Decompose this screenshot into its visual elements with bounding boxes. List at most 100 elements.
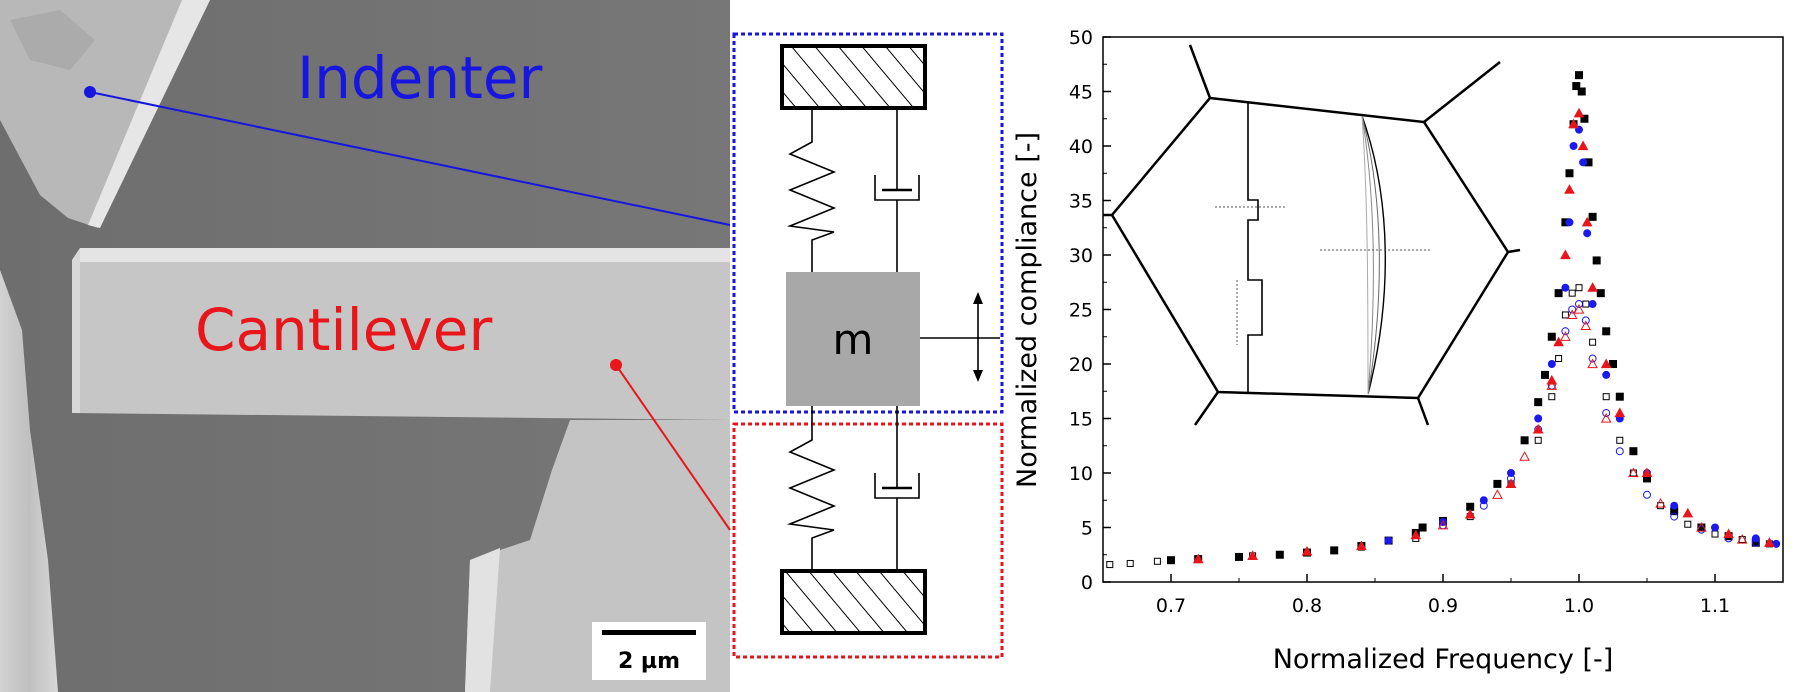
data-point-triangle	[1573, 303, 1585, 314]
data-point-square	[1616, 436, 1624, 444]
inset-dislocation-line	[1247, 102, 1263, 394]
indenter-edge	[88, 0, 210, 228]
data-point-square	[1592, 256, 1601, 265]
indenter-texture	[10, 10, 95, 70]
data-point-triangle	[1519, 451, 1530, 461]
data-point-square	[1106, 561, 1114, 569]
sem-micrograph	[0, 0, 730, 692]
excitation-arrow-down-icon	[973, 370, 983, 382]
plot-frame	[1102, 36, 1784, 583]
upper-damper	[874, 108, 920, 272]
data-point-square	[1126, 559, 1134, 567]
x-tick-label: 0.8	[1292, 595, 1322, 617]
inset-grain-schematic	[1103, 44, 1521, 426]
data-point-circle	[1588, 300, 1597, 309]
data-point-triangle	[1301, 545, 1313, 556]
data-point-square	[1167, 556, 1175, 565]
data-point-square	[1153, 557, 1161, 565]
data-point-square	[1275, 550, 1284, 559]
data-point-square	[1330, 546, 1339, 555]
data-point-square	[1418, 523, 1427, 532]
data-point-circle	[1615, 447, 1624, 456]
data-point-square	[1548, 393, 1556, 401]
data-point-square	[1575, 71, 1583, 80]
data-point-triangle	[1641, 467, 1653, 478]
data-point-square	[1561, 311, 1569, 319]
scale-bar-label: 2 µm	[618, 649, 680, 674]
data-point-square	[1711, 530, 1719, 538]
data-point-triangle	[1696, 521, 1707, 532]
data-point-circle	[1751, 538, 1760, 547]
data-point-triangle	[1560, 249, 1571, 260]
data-point-triangle	[1564, 184, 1575, 194]
data-point-triangle	[1764, 537, 1775, 547]
data-point-triangle	[1723, 528, 1734, 539]
data-point-circle	[1479, 501, 1488, 510]
y-tick-label: 20	[1069, 354, 1093, 376]
data-point-square	[1602, 327, 1611, 336]
x-axis-title: Normalized Frequency [-]	[1273, 644, 1614, 675]
data-point-triangle	[1581, 216, 1593, 227]
data-point-circle	[1588, 354, 1597, 363]
top-fixed-support	[780, 44, 927, 110]
x-tick-label: 1.0	[1564, 595, 1594, 617]
data-point-triangle	[1600, 358, 1612, 369]
cantilever-model-box	[732, 422, 1004, 659]
bottom-fixed-support	[780, 569, 927, 635]
data-point-triangle	[1736, 533, 1748, 544]
data-point-square	[1596, 289, 1605, 298]
data-point-square	[1602, 393, 1610, 401]
data-point-circle	[1670, 512, 1679, 521]
data-point-square	[1534, 398, 1543, 407]
data-point-circle	[1602, 370, 1611, 379]
data-point-square	[1235, 552, 1243, 561]
x-tick-label: 0.9	[1428, 595, 1458, 617]
data-point-triangle	[1560, 331, 1571, 341]
y-tick-label: 10	[1069, 463, 1093, 485]
data-point-circle	[1643, 490, 1651, 499]
data-point-triangle	[1566, 309, 1578, 320]
data-point-square	[1547, 332, 1556, 341]
data-point-triangle	[1682, 507, 1694, 518]
data-point-circle	[1751, 534, 1760, 543]
data-point-circle	[1583, 229, 1592, 238]
y-tick-label: 30	[1069, 245, 1093, 267]
inset-hexagon	[1110, 96, 1510, 400]
data-point-square	[1541, 370, 1549, 379]
y-tick-label: 35	[1069, 191, 1093, 213]
data-point-square	[1555, 355, 1563, 363]
data-point-square	[1565, 169, 1574, 178]
cantilever-pointer-line	[615, 364, 731, 531]
cantilever-pointer-dot	[610, 359, 622, 371]
data-point-circle	[1534, 414, 1543, 423]
data-point-triangle	[1628, 467, 1639, 478]
data-point-triangle	[1587, 358, 1598, 369]
data-point-square	[1589, 338, 1597, 346]
data-point-triangle	[1464, 508, 1476, 519]
y-tick-label: 45	[1069, 82, 1093, 104]
data-point-square	[1520, 436, 1529, 445]
y-tick-label: 5	[1081, 518, 1093, 540]
data-point-triangle	[1573, 107, 1585, 118]
data-point-circle	[1561, 283, 1570, 292]
data-point-circle	[1479, 496, 1488, 505]
data-point-circle	[1579, 158, 1588, 167]
data-point-triangle	[1553, 336, 1564, 347]
data-point-triangle	[1410, 529, 1422, 540]
data-point-square	[1493, 479, 1502, 488]
mass-block	[786, 272, 920, 406]
data-point-triangle	[1192, 553, 1204, 564]
lower-spring	[786, 406, 837, 571]
data-point-circle	[1384, 536, 1393, 545]
data-point-circle	[1565, 218, 1574, 227]
data-point-triangle	[1600, 412, 1612, 423]
data-point-square	[1580, 114, 1589, 123]
mass-spring-damper-model: m	[732, 32, 1004, 659]
data-point-circle	[1575, 300, 1583, 309]
indenter-pointer-line	[89, 91, 731, 226]
data-point-triangle	[1532, 423, 1544, 434]
data-point-circle	[1711, 523, 1719, 532]
x-tick-label: 1.1	[1700, 595, 1730, 617]
